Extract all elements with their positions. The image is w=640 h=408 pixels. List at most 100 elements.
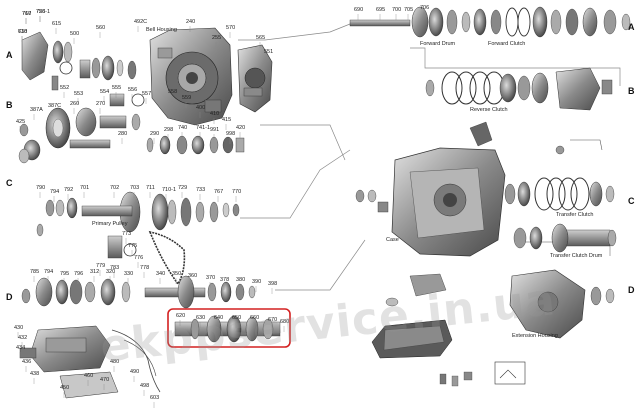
part-number-label: 380	[236, 277, 246, 283]
part-number-label: 436	[22, 359, 32, 365]
label-transfer-clutch-drum: Transfer Clutch Drum	[550, 253, 603, 259]
part-number-label: 370	[206, 275, 216, 281]
reverse-clutch-assembly	[425, 67, 613, 111]
oil-pan-assembly	[371, 273, 453, 359]
part-number-label: 701	[80, 185, 90, 191]
highlight-box	[167, 308, 291, 348]
part-number-label: 438	[30, 371, 40, 377]
part-number-label: 640	[214, 315, 224, 321]
part-number-label: 700	[392, 7, 402, 13]
part-number-label: 603	[150, 395, 160, 401]
case-assembly	[355, 121, 506, 257]
part-number-label: 490	[130, 369, 140, 375]
part-number-label: 660	[250, 315, 260, 321]
part-number-label: 554	[100, 89, 110, 95]
part-number-label: 434	[16, 345, 26, 351]
part-number-label: 767	[214, 189, 224, 195]
part-number-label: 432	[18, 335, 28, 341]
c-row-left-parts	[36, 197, 137, 259]
part-number-label: 280	[118, 131, 128, 137]
part-number-label: 733	[196, 187, 206, 193]
part-number-label: 695	[376, 7, 386, 13]
part-number-label: 680	[280, 319, 290, 325]
part-number-label: 729	[178, 185, 188, 191]
part-number-label: 705	[404, 7, 414, 13]
part-number-label: 555	[112, 85, 122, 91]
part-number-label: 560	[96, 25, 106, 31]
a-row-left-parts	[21, 31, 137, 91]
label-bell-housing: Bell Housing	[146, 27, 177, 33]
part-number-label: 498	[140, 383, 150, 389]
part-number-label: 378	[220, 277, 230, 283]
label-transfer-clutch: Transfer Clutch	[556, 212, 594, 218]
part-number-label: 728	[36, 9, 46, 15]
part-number-label: 320	[106, 269, 116, 275]
part-number-label: 340	[156, 271, 166, 277]
part-number-label: 398	[268, 281, 278, 287]
part-number-label: 260	[70, 101, 80, 107]
valve-body-assembly	[19, 325, 161, 399]
part-number-label: 240	[186, 19, 196, 25]
part-number-label: 360	[188, 273, 198, 279]
part-number-label: 298	[164, 127, 174, 133]
part-number-label: 565	[256, 35, 266, 41]
part-number-label: 290	[150, 131, 160, 137]
part-number-label: 760	[22, 11, 32, 17]
part-number-label: 430	[14, 325, 24, 331]
part-number-label: 500	[70, 31, 80, 37]
section-label-d-left: D	[6, 292, 13, 302]
part-number-label: 270	[96, 101, 106, 107]
part-number-label: 556	[128, 87, 138, 93]
part-number-label: 255	[212, 35, 222, 41]
label-case: Case	[386, 237, 399, 243]
label-reverse-clutch: Reverse Clutch	[470, 107, 508, 113]
part-number-label: 790	[36, 185, 46, 191]
part-number-label: 410	[210, 111, 220, 117]
part-number-label: 450	[60, 385, 70, 391]
part-number-label: 630	[196, 315, 206, 321]
part-number-label: 620	[176, 313, 186, 319]
part-number-label: 703	[130, 185, 140, 191]
small-detail-parts	[439, 139, 603, 387]
section-label-a-right: A	[628, 22, 635, 32]
part-number-label: 415	[222, 117, 232, 123]
part-number-label: 558	[168, 89, 178, 95]
part-number-label: 552	[60, 85, 70, 91]
part-number-label: 610	[18, 29, 28, 35]
part-number-label: 650	[232, 315, 242, 321]
part-number-label: 741-1	[196, 125, 211, 131]
section-label-c-left: C	[6, 178, 13, 188]
callout-leaders	[17, 12, 425, 408]
label-extension-housing: Extension Housing	[512, 333, 558, 339]
drive-belt	[148, 230, 186, 286]
part-number-label: 773	[122, 231, 132, 237]
part-number-label: 553	[74, 91, 84, 97]
part-number-label: 420	[236, 125, 246, 131]
forward-drum-clutch-assembly	[349, 6, 631, 38]
section-label-a-left: A	[6, 50, 13, 60]
part-number-label: 783	[110, 265, 120, 271]
part-number-label: 991	[210, 127, 220, 133]
part-number-label: 792	[64, 187, 74, 193]
part-number-label: 460	[84, 373, 94, 379]
part-number-label: 706	[420, 5, 430, 11]
part-number-label: 350	[172, 271, 182, 277]
part-number-label: 998	[226, 131, 236, 137]
part-number-label: 796	[74, 271, 84, 277]
part-number-label: 717	[22, 11, 32, 17]
extension-housing-assembly	[509, 269, 615, 339]
secondary-pulley-highlighted	[174, 315, 281, 343]
part-number-label: 387A	[30, 107, 43, 113]
label-forward-drum: Forward Drum	[420, 41, 456, 47]
part-number-label: 557	[142, 91, 152, 97]
part-number-label: 702	[110, 185, 120, 191]
part-number-label: 794	[44, 269, 54, 275]
part-number-label: 738	[18, 29, 28, 35]
part-number-label: 770	[232, 189, 242, 195]
part-number-label: 492C	[134, 19, 148, 25]
part-number-label: 690	[354, 7, 364, 13]
part-number-label: 785	[30, 269, 40, 275]
part-number-label: 778	[140, 265, 150, 271]
